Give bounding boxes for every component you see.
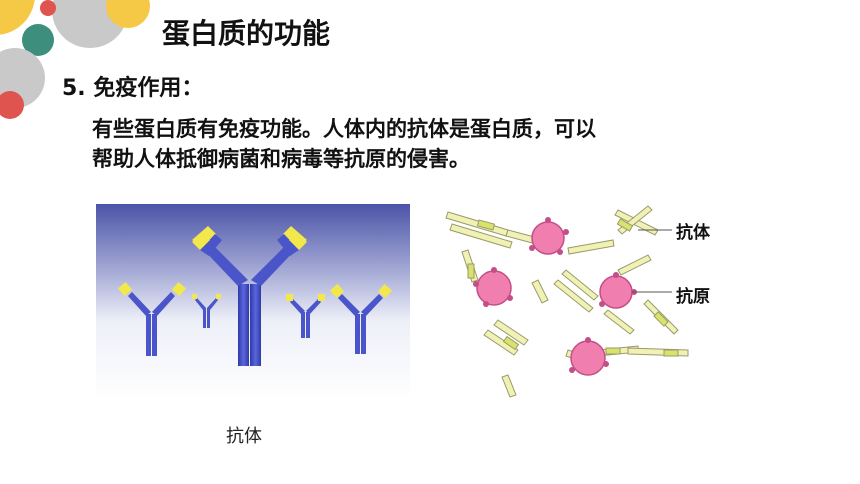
antibody-label: 抗体 bbox=[676, 223, 710, 243]
decorative-circles bbox=[0, 0, 150, 119]
body-line: 有些蛋白质有免疫功能。人体内的抗体是蛋白质，可以 bbox=[92, 116, 596, 141]
photo-caption: 抗体 bbox=[226, 426, 262, 447]
page-title: 蛋白质的功能 bbox=[162, 17, 331, 50]
body-line: 帮助人体抵御病菌和病毒等抗原的侵害。 bbox=[92, 146, 470, 171]
antigen-particles bbox=[476, 221, 633, 376]
antigen-label: 抗原 bbox=[676, 287, 710, 307]
body-paragraph: 有些蛋白质有免疫功能。人体内的抗体是蛋白质，可以 帮助人体抵御病菌和病毒等抗原的… bbox=[92, 114, 812, 174]
antigen-antibody-diagram bbox=[445, 205, 689, 398]
section-heading: 5. 免疫作用： bbox=[62, 76, 204, 101]
antibody-illustration bbox=[96, 204, 410, 400]
